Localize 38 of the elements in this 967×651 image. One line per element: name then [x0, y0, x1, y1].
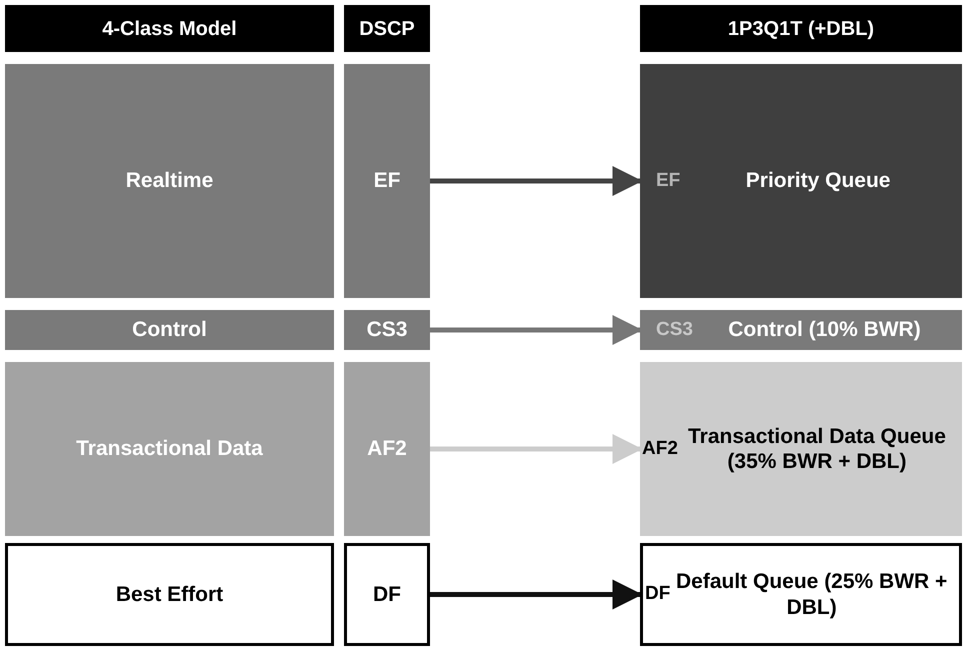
queue-box [640, 362, 962, 536]
arrow [430, 434, 642, 464]
queue-label: Control (10% BWR) [727, 317, 922, 343]
column-header [5, 5, 334, 52]
header-text: DSCP [358, 16, 416, 40]
class-box [5, 310, 334, 350]
dscp-box [344, 310, 430, 350]
box-label: AF2 [366, 436, 408, 462]
box-label: Best Effort [114, 582, 224, 608]
dscp-box [344, 362, 430, 536]
arrow [430, 315, 642, 345]
column-header [640, 5, 962, 52]
box-label: CS3 [366, 317, 408, 343]
dscp-tag: CS3 [656, 318, 693, 342]
box-label: Transactional Data [75, 436, 264, 462]
class-box [5, 543, 334, 646]
arrow [430, 580, 642, 610]
class-box [5, 64, 334, 298]
arrow [430, 166, 642, 196]
dscp-tag: DF [645, 583, 670, 606]
dscp-tag: AF2 [642, 438, 678, 460]
box-label: Realtime [124, 168, 214, 194]
class-box [5, 362, 334, 536]
header-text: 1P3Q1T (+DBL) [726, 16, 876, 40]
box-label: DF [372, 582, 402, 608]
queue-box [640, 543, 962, 646]
column-header [344, 5, 430, 52]
queue-label: Default Queue (25% BWR + DBL) [675, 569, 948, 620]
queue-box [640, 310, 962, 350]
queue-label: Transactional Data Queue (35% BWR + DBL) [686, 424, 947, 474]
header-text: 4-Class Model [101, 16, 238, 40]
dscp-box [344, 64, 430, 298]
dscp-box [344, 543, 430, 646]
dscp-tag: EF [656, 170, 680, 192]
box-label: Control [131, 317, 208, 343]
queue-label: Priority Queue [744, 168, 892, 194]
box-label: EF [372, 168, 402, 194]
queue-box [640, 64, 962, 298]
